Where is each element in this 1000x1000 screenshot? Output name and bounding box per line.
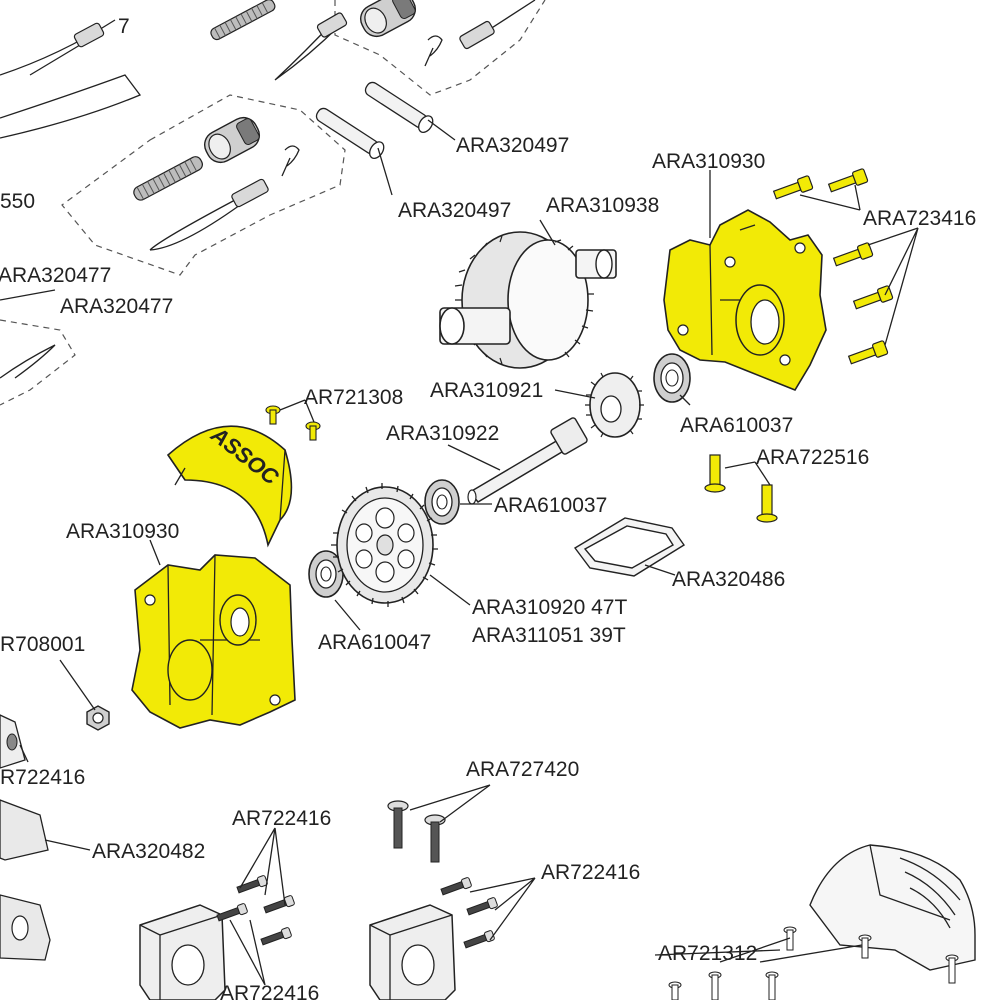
screw-part xyxy=(466,897,498,916)
label-ar722416-left: AR722416 xyxy=(0,766,85,789)
label-ar722416-mid: AR722416 xyxy=(232,807,331,830)
screw-part xyxy=(772,175,814,200)
pin-part xyxy=(315,107,385,159)
screw-part xyxy=(440,877,472,896)
pin-set-ar721312 xyxy=(668,926,959,1000)
parts-group-outline-left xyxy=(61,94,346,276)
pin-part xyxy=(858,934,872,959)
label-ara722516: ARA722516 xyxy=(756,446,869,469)
steering-linkage-parts xyxy=(0,0,536,379)
screw-part xyxy=(847,340,889,365)
pin-part xyxy=(945,954,959,984)
bearing-part xyxy=(424,479,460,525)
screw-part xyxy=(704,454,726,493)
label-ara320497-b: ARA320497 xyxy=(398,199,511,222)
screw-part xyxy=(236,875,268,894)
label-ar722416-right: AR722416 xyxy=(541,861,640,884)
part-labels: 7 550 ARA320477 ARA320477 ARA320497 ARA3… xyxy=(0,15,976,1000)
gear-cover: ASSOC xyxy=(166,421,293,548)
rod-part xyxy=(0,74,142,139)
label-ar721308: AR721308 xyxy=(304,386,403,409)
label-ara310938: ARA310938 xyxy=(546,194,659,217)
pin-part xyxy=(668,981,682,1000)
label-ara610037-a: ARA610037 xyxy=(680,414,793,437)
gearbox-housing-right xyxy=(663,209,827,391)
label-ara610047: ARA610047 xyxy=(318,631,431,654)
label-ara310922: ARA310922 xyxy=(386,422,499,445)
mount-block-right xyxy=(369,904,456,1000)
threaded-rod-part xyxy=(210,0,276,41)
bearing-part xyxy=(308,550,344,598)
clip-part xyxy=(424,35,443,67)
clip-part xyxy=(0,344,56,379)
screw-part xyxy=(832,242,874,267)
screw-part xyxy=(827,168,869,193)
screw-part xyxy=(265,405,281,425)
pin-part xyxy=(783,926,797,951)
bracket-part xyxy=(0,799,49,861)
cable-tie-part xyxy=(459,0,536,50)
cable-tie-part xyxy=(274,12,348,81)
screw-part xyxy=(263,895,295,914)
label-ara610037-b: ARA610037 xyxy=(494,494,607,517)
label-ar708001: AR708001 xyxy=(0,633,85,656)
mount-block-left xyxy=(139,904,226,1000)
spur-gear xyxy=(331,483,438,607)
lock-nut-part xyxy=(86,705,110,731)
pin-part xyxy=(364,81,434,133)
gasket-part xyxy=(573,517,686,577)
label-ara320477-b: ARA320477 xyxy=(60,295,173,318)
screw-part xyxy=(424,814,446,863)
screw-part xyxy=(463,930,495,949)
label-ara310921: ARA310921 xyxy=(430,379,543,402)
screw-part xyxy=(756,484,778,523)
rod-end-part xyxy=(203,116,261,164)
screw-part xyxy=(260,927,292,946)
clip-part xyxy=(281,145,300,177)
label-ara320486: ARA320486 xyxy=(672,568,785,591)
gear-guard-part xyxy=(809,844,976,971)
pin-part xyxy=(765,971,779,1000)
cable-tie-part xyxy=(149,178,269,251)
label-ara320497-a: ARA320497 xyxy=(456,134,569,157)
screw-set-ara722516 xyxy=(704,454,778,523)
label-ara310930-top: ARA310930 xyxy=(652,150,765,173)
label-ar721312: AR721312 xyxy=(658,942,757,965)
gearbox-housing-left xyxy=(131,554,296,729)
label-ara311051: ARA311051 39T xyxy=(472,624,626,647)
differential-assembly xyxy=(439,231,617,369)
label-ara320482: ARA320482 xyxy=(92,840,205,863)
screw-set-ar722416 xyxy=(216,875,498,949)
label-7: 7 xyxy=(118,15,130,38)
parts-group-outline-top xyxy=(334,0,546,96)
pinion-gear xyxy=(585,372,644,438)
bearing-part xyxy=(653,353,691,403)
pin-part xyxy=(708,971,722,1000)
label-ara320477-a: ARA320477 xyxy=(0,264,111,287)
screw-part xyxy=(216,903,248,922)
label-ara310920: ARA310920 47T xyxy=(472,596,627,619)
screw-part xyxy=(387,800,409,849)
threaded-rod-part xyxy=(133,156,203,201)
screw-set-ara727420 xyxy=(387,800,446,863)
label-ar722416-bottom: AR722416 xyxy=(220,982,319,1000)
parts-group-outline-far-left xyxy=(0,319,76,406)
drive-shaft-part xyxy=(467,417,588,505)
rod-end-part xyxy=(359,0,417,38)
label-ara310930-left: ARA310930 xyxy=(66,520,179,543)
cable-tie-part xyxy=(29,22,105,76)
screw-part xyxy=(852,285,894,310)
lower-left-parts xyxy=(0,714,51,961)
screw-part xyxy=(305,421,321,441)
label-ara723416: ARA723416 xyxy=(863,207,976,230)
label-550: 550 xyxy=(0,190,35,213)
label-ara727420: ARA727420 xyxy=(466,758,579,781)
leader-lines xyxy=(0,119,919,986)
rod-part xyxy=(0,19,116,76)
screw-set-ar721308 xyxy=(265,405,321,441)
screw-set-ara723416 xyxy=(772,168,894,365)
